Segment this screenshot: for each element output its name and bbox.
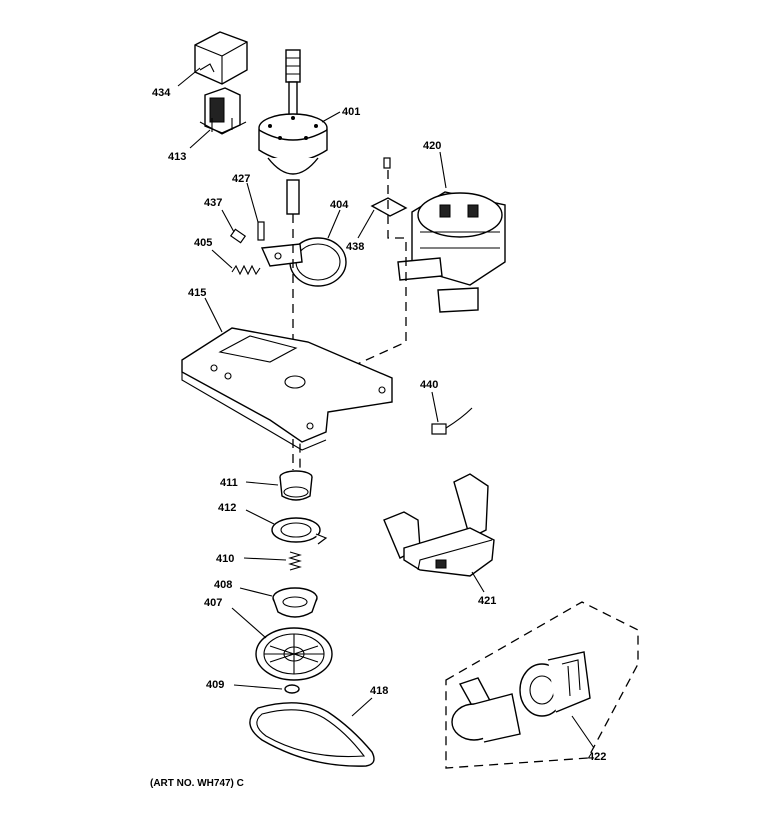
leader-409 xyxy=(233,684,283,690)
leader-437 xyxy=(221,209,235,233)
part-421-actuator-bracket xyxy=(383,473,495,577)
leader-410 xyxy=(243,557,287,561)
leader-427 xyxy=(246,182,259,223)
leader-415 xyxy=(204,297,223,333)
part-420-motor xyxy=(383,157,506,313)
label-413: 413 xyxy=(168,151,186,163)
part-438-bracket xyxy=(370,197,408,217)
leader-408 xyxy=(239,587,273,597)
part-440-wire-connector xyxy=(431,407,473,435)
part-418-belt xyxy=(249,702,375,767)
part-407-pulley xyxy=(255,627,333,681)
part-413-solenoid xyxy=(199,87,247,135)
label-401: 401 xyxy=(342,106,360,118)
part-437-screw xyxy=(229,228,247,244)
pump-assembly-dashed-outline xyxy=(445,601,639,769)
leader-413 xyxy=(189,129,211,149)
part-412-retainer xyxy=(271,517,328,545)
part-405-spring xyxy=(231,264,261,276)
label-418: 418 xyxy=(370,685,388,697)
leader-401 xyxy=(321,111,341,123)
leader-411 xyxy=(245,481,279,486)
label-420: 420 xyxy=(423,140,441,152)
part-411-bearing xyxy=(279,470,313,501)
label-410: 410 xyxy=(216,553,234,565)
label-427: 427 xyxy=(232,173,250,185)
label-422: 422 xyxy=(588,751,606,763)
part-408-clutch xyxy=(272,587,318,618)
leader-420 xyxy=(439,151,447,189)
label-434: 434 xyxy=(152,87,171,99)
art-number: (ART NO. WH747) C xyxy=(150,778,244,789)
leader-404 xyxy=(327,209,341,239)
part-422-pump xyxy=(451,651,591,743)
label-415: 415 xyxy=(188,287,206,299)
label-412: 412 xyxy=(218,502,236,514)
leader-418 xyxy=(351,697,373,717)
label-411: 411 xyxy=(220,477,238,489)
label-407: 407 xyxy=(204,597,222,609)
part-415-mounting-plate xyxy=(181,327,393,451)
label-421: 421 xyxy=(478,595,496,607)
leader-438 xyxy=(357,209,375,239)
label-409: 409 xyxy=(206,679,224,691)
leader-412 xyxy=(245,509,275,525)
label-440: 440 xyxy=(420,379,438,391)
leader-407 xyxy=(231,607,267,639)
part-434-solenoid-cover xyxy=(194,31,248,85)
label-437: 437 xyxy=(204,197,222,209)
part-410-spring xyxy=(288,551,302,571)
label-438: 438 xyxy=(346,241,364,253)
leader-422 xyxy=(571,715,595,749)
label-405: 405 xyxy=(194,237,212,249)
label-408: 408 xyxy=(214,579,232,591)
label-404: 404 xyxy=(330,199,349,211)
part-427-bolt xyxy=(257,221,265,241)
part-409-nut xyxy=(284,684,300,694)
leader-421 xyxy=(471,571,485,593)
leader-434 xyxy=(177,67,201,87)
leader-440 xyxy=(431,391,439,423)
leader-405 xyxy=(211,249,233,269)
part-401-transmission xyxy=(258,49,328,215)
part-404-brake-band xyxy=(260,237,347,287)
